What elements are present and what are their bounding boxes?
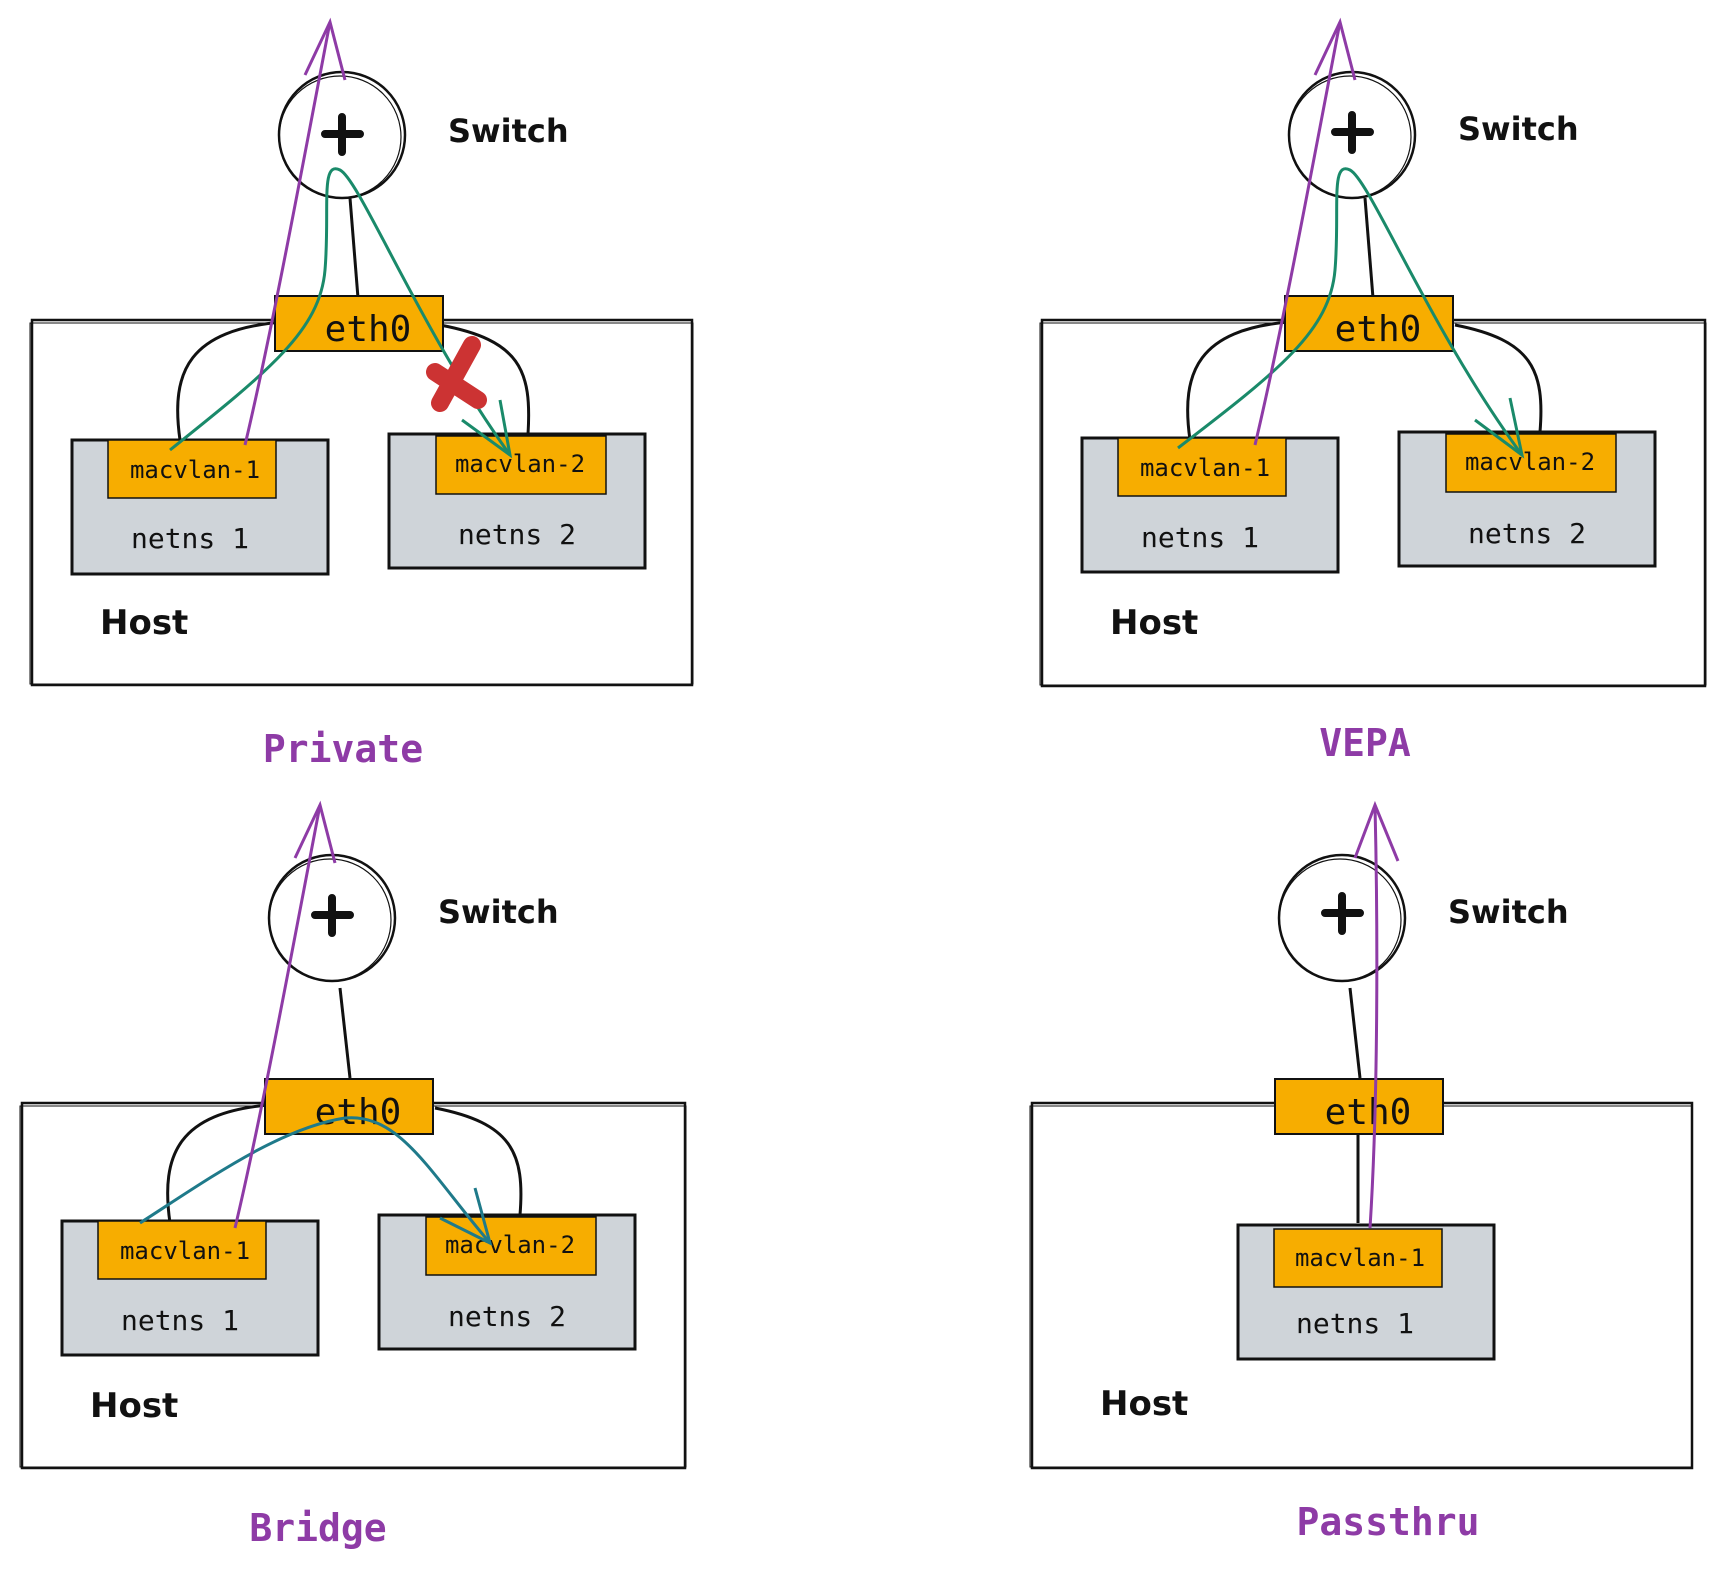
netns2-label: netns 2 <box>1468 517 1586 550</box>
switch-label: Switch <box>1448 893 1569 931</box>
host-label: Host <box>1100 1384 1188 1424</box>
link-eth0-macvlan2 <box>1454 323 1543 433</box>
mode-caption: Passthru <box>1296 1500 1479 1544</box>
switch-plus-icon <box>1331 111 1374 154</box>
macvlan2-interface <box>1445 433 1617 493</box>
host-label: Host <box>100 603 188 643</box>
switch-label: Switch <box>1458 110 1579 148</box>
switch-node: Switch <box>1287 70 1579 200</box>
switch-node: Switch <box>267 853 559 983</box>
netns2-label: netns 2 <box>448 1300 566 1333</box>
upstream-arrowhead <box>1353 800 1400 862</box>
switch-uplink <box>1348 987 1362 1079</box>
switch-plus-icon <box>321 113 364 156</box>
link-eth0-macvlan1 <box>1186 320 1289 441</box>
mode-caption: VEPA <box>1319 721 1411 765</box>
macvlan1-label: macvlan-1 <box>130 456 260 484</box>
eth0-interface <box>274 295 444 352</box>
upstream-traffic-arrow <box>233 804 322 1229</box>
local-traffic-arrow <box>1177 167 1524 456</box>
upstream-traffic-arrow <box>243 21 332 446</box>
netns2-label: netns 2 <box>458 518 576 551</box>
bridge-arrowhead <box>439 1187 493 1246</box>
macvlan1-interface <box>1117 437 1287 497</box>
switch-plus-icon <box>1321 892 1364 935</box>
switch-uplink <box>338 987 352 1079</box>
macvlan2-label: macvlan-2 <box>1465 448 1595 476</box>
eth0-label: eth0 <box>315 1092 402 1133</box>
switch-label: Switch <box>438 893 559 931</box>
eth0-label: eth0 <box>325 309 412 350</box>
switch-uplink <box>1363 197 1375 299</box>
upstream-arrowhead <box>1313 17 1357 81</box>
macvlan2-label: macvlan-2 <box>455 450 585 478</box>
link-eth0-macvlan1 <box>166 1103 269 1224</box>
macvlan1-interface <box>97 1220 267 1280</box>
macvlan1-interface <box>1273 1228 1443 1288</box>
macvlan1-label: macvlan-1 <box>1140 454 1270 482</box>
macvlan1-interface <box>107 439 277 499</box>
macvlan2-label: macvlan-2 <box>445 1231 575 1259</box>
local-arrowhead <box>1474 397 1525 459</box>
mode-caption: Bridge <box>249 1506 386 1550</box>
switch-plus-icon <box>311 894 354 937</box>
panel-vepa: Switch Host eth0 macvlan-1 netns 1 macvl… <box>1039 17 1707 765</box>
panel-private: Switch Host eth0 macvlan-1 netns 1 macvl… <box>29 17 694 771</box>
upstream-traffic-arrow <box>1253 21 1342 446</box>
panel-bridge: Switch Host eth0 macvlan-1 netns 1 macvl… <box>19 800 687 1550</box>
netns1-label: netns 1 <box>1141 521 1259 554</box>
link-eth0-macvlan1 <box>176 320 283 441</box>
switch-node: Switch <box>277 70 569 200</box>
local-arrowhead <box>461 399 513 459</box>
mode-caption: Private <box>263 727 423 771</box>
eth0-interface <box>1284 295 1454 352</box>
switch-node: Switch <box>1277 853 1569 983</box>
local-traffic-arrow <box>169 167 512 456</box>
macvlan1-label: macvlan-1 <box>120 1237 250 1265</box>
link-eth0-macvlan2 <box>439 323 531 435</box>
red-cross-icon <box>426 336 487 412</box>
netns1-label: netns 1 <box>1296 1307 1414 1340</box>
switch-uplink <box>348 197 360 299</box>
upstream-arrowhead <box>293 800 337 864</box>
link-eth0-macvlan2 <box>434 1106 523 1216</box>
eth0-label: eth0 <box>1325 1092 1412 1133</box>
netns1-label: netns 1 <box>121 1304 239 1337</box>
netns1-label: netns 1 <box>131 522 249 555</box>
panel-passthru: Switch Host eth0 macvlan-1 netns 1 Passt… <box>1029 800 1694 1544</box>
bridge-traffic-arrow <box>139 1116 492 1244</box>
macvlan2-interface <box>435 435 607 495</box>
macvlan1-label: macvlan-1 <box>1295 1244 1425 1272</box>
host-label: Host <box>1110 603 1198 643</box>
host-label: Host <box>90 1386 178 1426</box>
upstream-traffic-arrow <box>1368 804 1379 1229</box>
eth0-label: eth0 <box>1335 309 1422 350</box>
upstream-arrowhead <box>303 17 347 81</box>
eth0-interface <box>1274 1078 1444 1135</box>
eth0-interface <box>264 1078 434 1135</box>
switch-label: Switch <box>448 112 569 150</box>
